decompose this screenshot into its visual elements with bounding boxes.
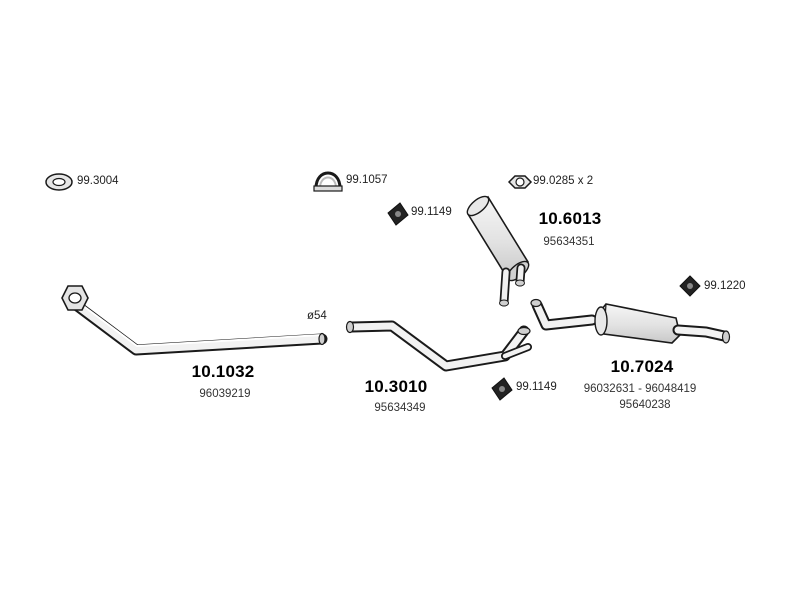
middle-pipe [345,320,532,372]
clamp-part-number: 99.1057 [346,174,388,186]
rubber-mount-icon [491,377,513,401]
front-pipe-oe-number: 96039219 [199,388,251,400]
rear-silencer-code: 10.7024 [610,357,674,376]
gasket-icon [507,175,533,189]
flange-icon [61,285,89,311]
ring-icon [45,173,73,191]
rear-silencer-oe-number-2: 95640238 [619,399,671,411]
front-silencer-code: 10.6013 [538,209,602,228]
mount-part-number-front-box: 99.1149 [411,206,452,218]
mount-part-number-mid-pipe: 99.1149 [516,381,557,393]
front-pipe-code: 10.1032 [191,362,255,381]
front-silencer [466,195,530,307]
rear-silencer-oe-number: 96032631 - 96048419 [583,383,697,395]
gasket-part-number: 99.0285 x 2 [533,175,594,187]
rear-silencer [530,298,731,344]
mount-part-number-rear-box: 99.1220 [704,280,746,292]
rubber-mount-icon [387,202,409,226]
clamp-icon [313,171,343,192]
pipe-diameter-label: ø54 [307,310,327,322]
front-silencer-oe-number: 95634351 [543,236,595,248]
ring-part-number: 99.3004 [77,175,119,187]
middle-pipe-oe-number: 95634349 [374,402,426,414]
front-pipe [61,285,328,356]
middle-pipe-code: 10.3010 [364,377,428,396]
rubber-mount-icon [679,275,701,297]
